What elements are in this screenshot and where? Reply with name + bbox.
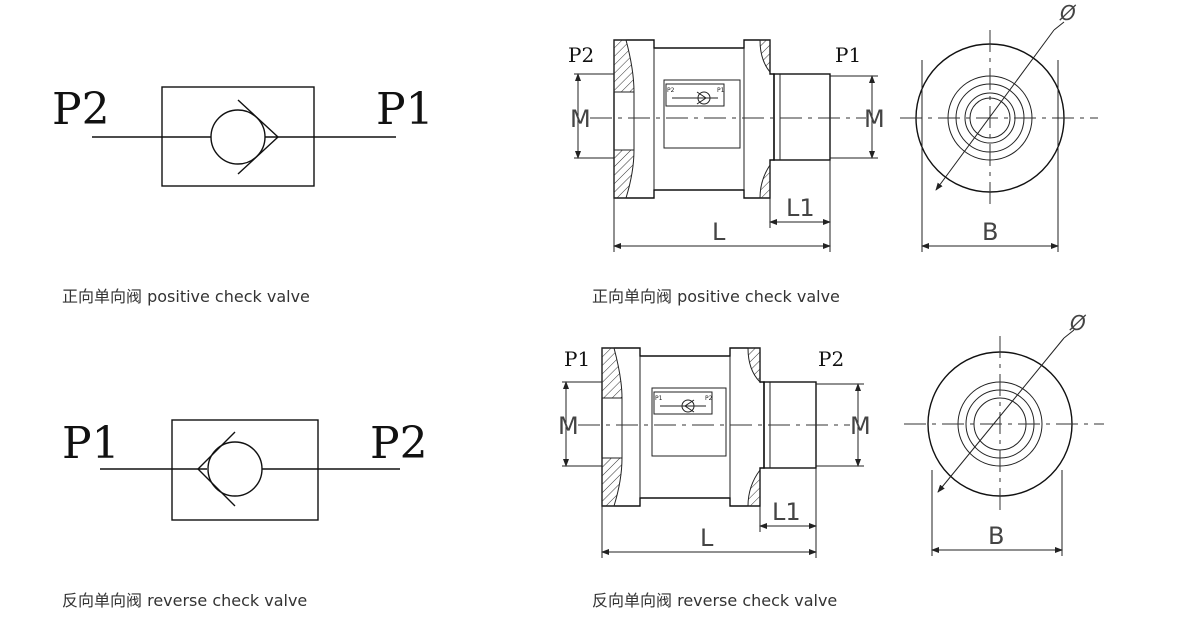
end-view-reverse: B Ø <box>904 311 1104 556</box>
symbol-reverse: P1 P2 <box>62 418 428 521</box>
side-view-reverse: P1 P2 P1 P2 M M L L1 <box>558 347 871 558</box>
label-p2: P2 <box>370 418 428 469</box>
seat-icon <box>197 431 236 507</box>
label-b: B <box>988 522 1004 550</box>
label-l1: L1 <box>786 194 815 222</box>
label-l1: L1 <box>772 498 801 526</box>
caption-reverse: 反向单向阀 reverse check valve <box>592 591 837 610</box>
svg-text:P2: P2 <box>667 87 675 94</box>
label-m: M <box>570 105 591 133</box>
label-p2: P2 <box>52 84 110 135</box>
symbol-positive: P2 P1 <box>52 84 434 187</box>
ball-icon <box>681 399 695 413</box>
label-m: M <box>864 105 885 133</box>
label-p1: P1 <box>564 347 590 371</box>
label-p1: P1 <box>376 84 434 135</box>
label-phi: Ø <box>1059 1 1077 25</box>
label-p2: P2 <box>568 43 594 67</box>
caption-positive: 正向单向阀 positive check valve <box>62 287 310 306</box>
label-b: B <box>982 218 998 246</box>
side-view-positive: P2 P1 P2 P1 M M <box>568 39 885 252</box>
ball-icon <box>210 109 266 165</box>
label-l: L <box>700 524 714 552</box>
label-l: L <box>712 218 726 246</box>
ball-icon <box>207 441 263 497</box>
label-p2: P2 <box>818 347 844 371</box>
svg-text:P2: P2 <box>705 395 713 402</box>
label-m: M <box>850 412 871 440</box>
end-view-positive: B Ø <box>900 1 1098 252</box>
label-p1: P1 <box>62 418 120 469</box>
caption-positive: 正向单向阀 positive check valve <box>592 287 840 306</box>
seat-icon <box>237 99 280 175</box>
valve-body-box <box>171 419 319 521</box>
ball-icon <box>697 91 711 105</box>
label-m: M <box>558 412 579 440</box>
label-p1: P1 <box>835 43 861 67</box>
caption-reverse: 反向单向阀 reverse check valve <box>62 591 307 610</box>
svg-text:P1: P1 <box>717 87 725 94</box>
label-phi: Ø <box>1069 311 1087 335</box>
svg-text:P1: P1 <box>655 395 663 402</box>
